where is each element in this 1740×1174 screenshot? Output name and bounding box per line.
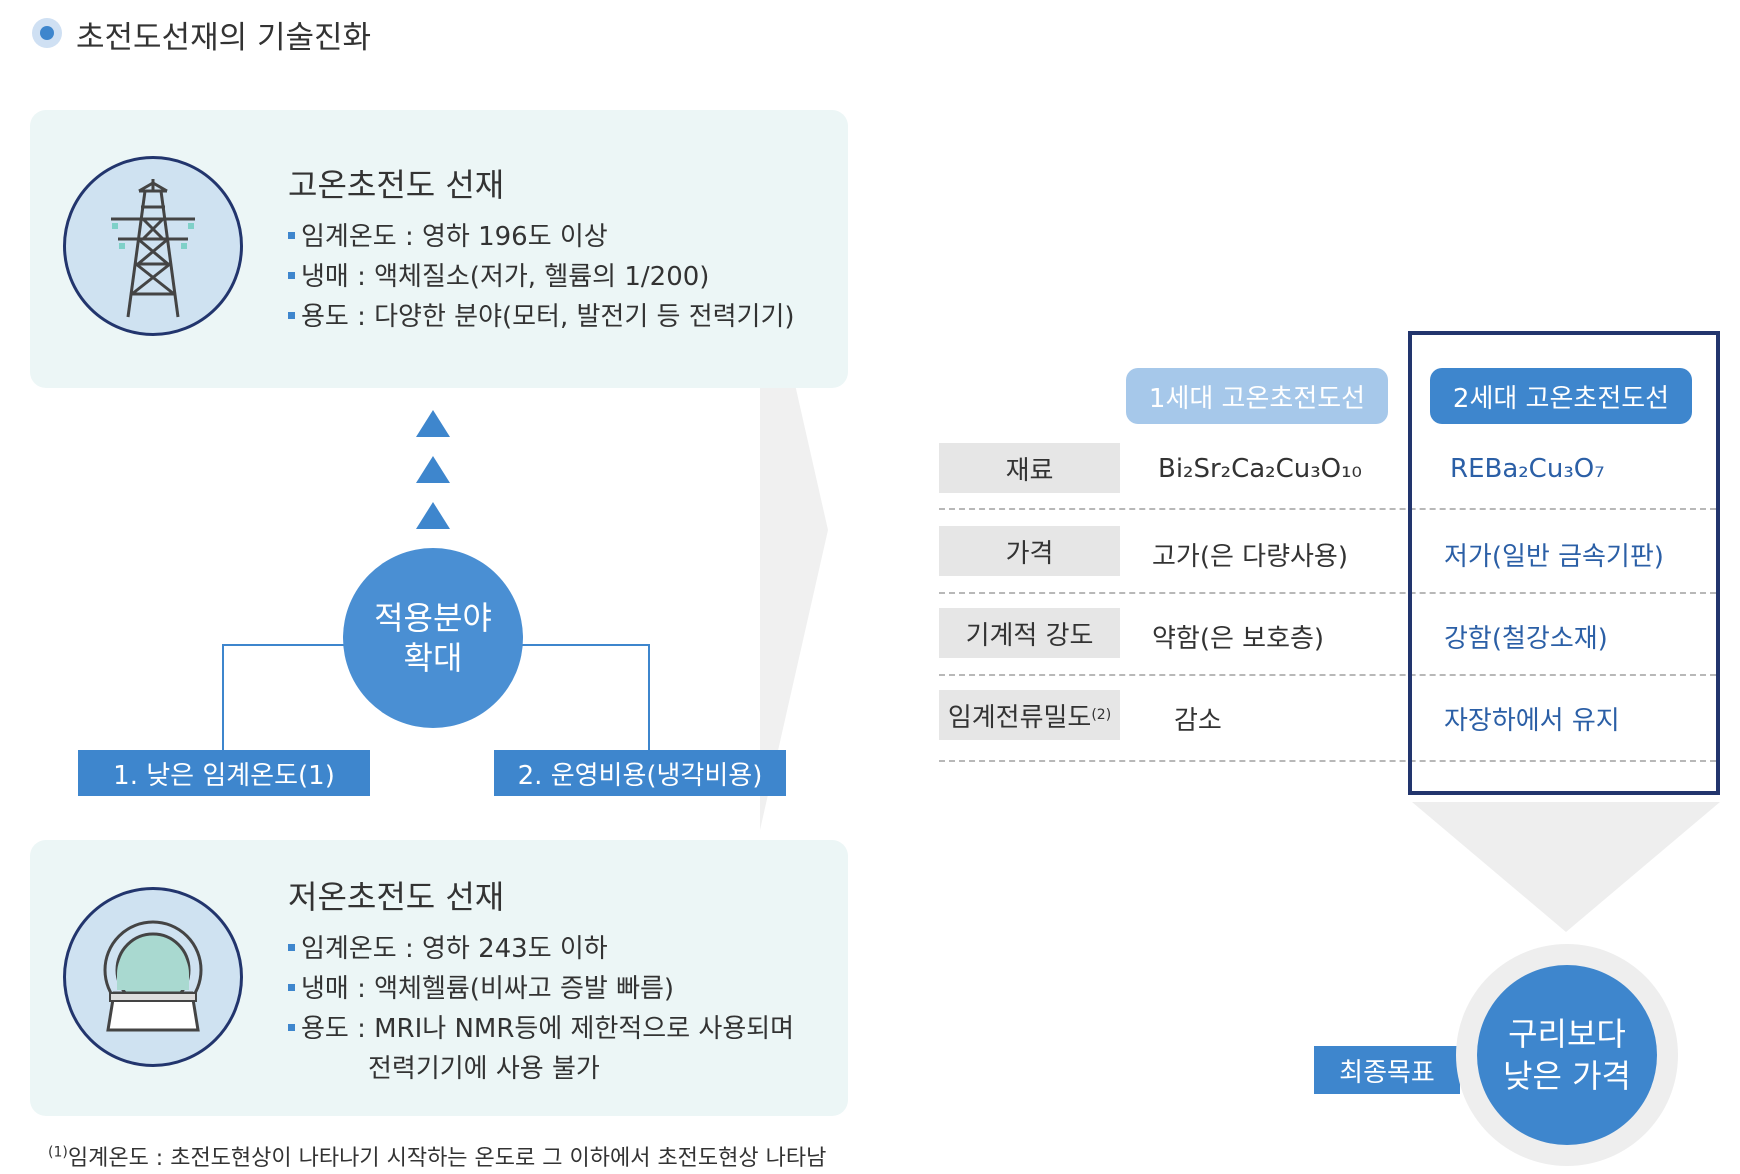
- row-divider: [939, 674, 1716, 676]
- row-label-material: 재료: [939, 443, 1120, 493]
- row-label-critical-current-density: 임계전류밀도(2): [939, 690, 1120, 740]
- low-temp-bullet-3-continued: 전력기기에 사용 불가: [368, 1054, 600, 1084]
- gen2-critical-current-density: 자장하에서 유지: [1444, 706, 1620, 736]
- gen2-material: REBa₂Cu₃O₇: [1450, 454, 1605, 484]
- goal-line-2: 낮은 가격: [1503, 1057, 1631, 1095]
- row-label-price: 가격: [939, 526, 1120, 576]
- final-goal-label: 최종목표: [1314, 1046, 1460, 1094]
- up-arrow-icon: [416, 456, 450, 483]
- gen2-mechanical-strength: 강함(철강소재): [1444, 624, 1608, 654]
- footnote-marker: (1): [48, 1144, 68, 1161]
- connector-line: [520, 644, 650, 646]
- driver-operating-cost: 2. 운영비용(냉각비용): [494, 750, 786, 796]
- gen1-mechanical-strength: 약함(은 보호층): [1152, 624, 1325, 654]
- center-line-2: 확대: [403, 639, 463, 677]
- low-temp-bullet-3: 용도 : MRI나 NMR등에 제한적으로 사용되며: [288, 1008, 794, 1045]
- goal-circle: 구리보다 낮은 가격: [1477, 965, 1657, 1145]
- high-temp-title: 고온초전도 선재: [288, 166, 505, 204]
- low-temp-bullet-1: 임계온도 : 영하 243도 이하: [288, 928, 608, 965]
- up-arrow-icon: [416, 502, 450, 529]
- gen1-price: 고가(은 다량사용): [1152, 542, 1348, 572]
- page-title: 초전도선재의 기술진화: [76, 20, 372, 56]
- row-divider: [939, 508, 1716, 510]
- connector-line: [222, 644, 346, 646]
- title-bullet-icon: [32, 18, 62, 48]
- power-tower-icon: [63, 156, 243, 336]
- footnote: (1)임계온도 : 초전도현상이 나타나기 시작하는 온도로 그 이하에서 초전…: [48, 1140, 826, 1172]
- gen1-header: 1세대 고온초전도선: [1126, 368, 1388, 424]
- gen2-header: 2세대 고온초전도선: [1430, 368, 1692, 424]
- low-temp-title: 저온초전도 선재: [288, 878, 505, 916]
- high-temp-bullet-1: 임계온도 : 영하 196도 이상: [288, 216, 608, 253]
- driver-low-critical-temp: 1. 낮은 임계온도(1): [78, 750, 370, 796]
- down-chevron-icon: [1412, 802, 1720, 932]
- high-temp-bullet-3: 용도 : 다양한 분야(모터, 발전기 등 전력기기): [288, 296, 795, 333]
- gen2-highlight-box: [1408, 331, 1720, 795]
- gen2-price: 저가(일반 금속기판): [1444, 542, 1664, 572]
- row-divider: [939, 760, 1716, 762]
- goal-line-1: 구리보다: [1508, 1015, 1626, 1053]
- row-label-mechanical-strength: 기계적 강도: [939, 608, 1120, 658]
- connector-line: [222, 644, 224, 750]
- up-arrow-icon: [416, 410, 450, 437]
- row-divider: [939, 592, 1716, 594]
- application-expansion-circle: 적용분야 확대: [343, 548, 523, 728]
- high-temp-bullet-2: 냉매 : 액체질소(저가, 헬륨의 1/200): [288, 256, 709, 293]
- footnote-text: 임계온도 : 초전도현상이 나타나기 시작하는 온도로 그 이하에서 초전도현상…: [67, 1146, 827, 1171]
- gen1-critical-current-density: 감소: [1174, 706, 1222, 736]
- gen1-material: Bi₂Sr₂Ca₂Cu₃O₁₀: [1158, 454, 1362, 484]
- mri-scanner-icon: [63, 887, 243, 1067]
- center-line-1: 적용분야: [374, 599, 492, 637]
- low-temp-bullet-2: 냉매 : 액체헬륨(비싸고 증발 빠름): [288, 968, 674, 1005]
- connector-line: [648, 644, 650, 750]
